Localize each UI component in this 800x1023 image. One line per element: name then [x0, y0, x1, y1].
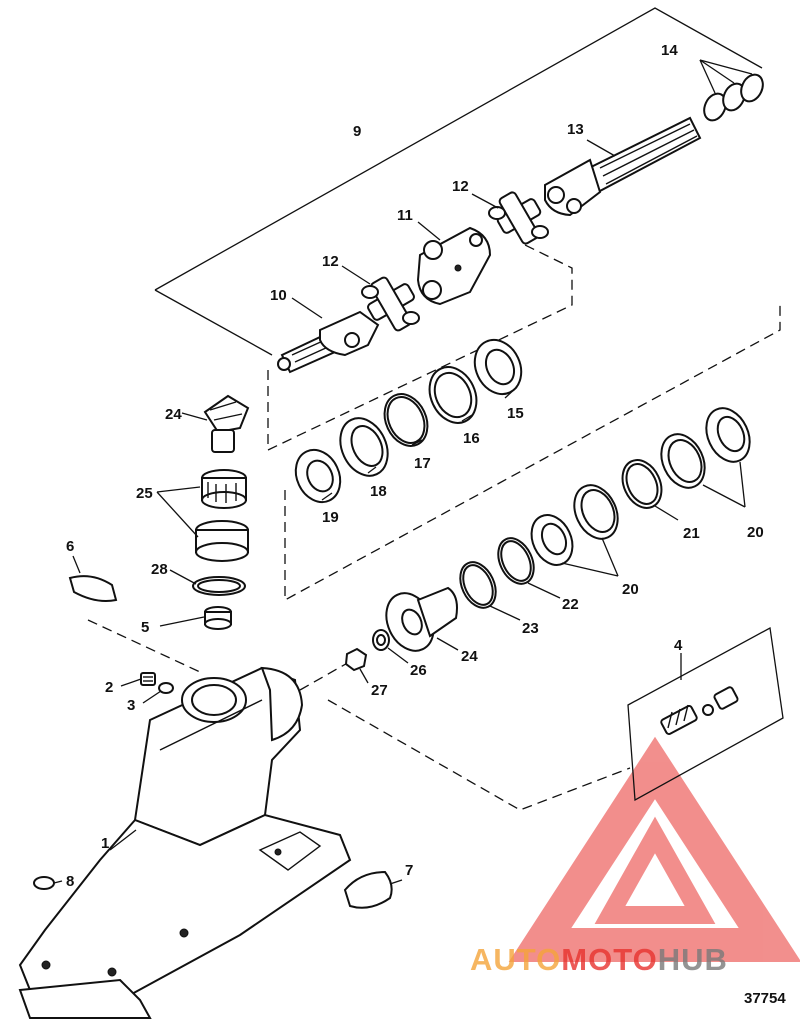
part-20-bearing-cone-right — [705, 407, 751, 463]
part-14-shims — [703, 73, 764, 122]
watermark-hub: HUB — [658, 942, 728, 977]
part-26-washer — [372, 629, 390, 651]
callout-21: 21 — [683, 525, 700, 542]
callout-8: 8 — [66, 873, 74, 890]
callout-9: 9 — [353, 123, 361, 140]
callout-18: 18 — [370, 483, 387, 500]
part-15-bearing — [473, 338, 523, 396]
callout-23: 23 — [522, 620, 539, 637]
callout-20-right: 20 — [747, 524, 764, 541]
callout-10: 10 — [270, 287, 287, 304]
callout-22: 22 — [562, 596, 579, 613]
callout-24-lower: 24 — [461, 648, 478, 665]
part-20-cup-right — [660, 433, 706, 489]
callout-7: 7 — [405, 862, 413, 879]
part-4-spring-set — [660, 686, 739, 735]
callout-25: 25 — [136, 485, 153, 502]
part-25-bearing — [201, 469, 247, 509]
callout-6: 6 — [66, 538, 74, 555]
figure-number: 37754 — [744, 990, 786, 1007]
part-10-input-shaft — [277, 310, 380, 374]
callout-13: 13 — [567, 121, 584, 138]
callout-labels: 1 2 3 4 5 6 7 8 9 10 11 12 12 13 14 15 1… — [66, 42, 764, 890]
part-13-shaft — [544, 116, 702, 217]
callout-11: 11 — [397, 207, 413, 224]
callout-26: 26 — [410, 662, 427, 679]
part-5-nut — [204, 606, 232, 630]
part-23-ring — [459, 561, 497, 609]
callout-19: 19 — [322, 509, 339, 526]
part-25-cup — [195, 520, 249, 562]
part-21-shim — [621, 459, 663, 509]
part-16-ring — [428, 366, 478, 424]
part-18-cup — [339, 417, 389, 477]
part-19-seal — [294, 448, 342, 504]
callout-4: 4 — [674, 637, 683, 654]
callout-28: 28 — [151, 561, 168, 578]
watermark-auto: AUTO — [470, 942, 561, 977]
callout-2: 2 — [105, 679, 113, 696]
part-1-housing — [18, 666, 352, 1019]
part-24-pinion — [203, 394, 250, 453]
part-22-ring — [497, 537, 535, 585]
callout-15: 15 — [507, 405, 524, 422]
callout-17: 17 — [414, 455, 431, 472]
callout-3: 3 — [127, 697, 135, 714]
part-8-plug — [33, 876, 55, 890]
callout-24-upper: 24 — [165, 406, 182, 423]
watermark-logo — [508, 736, 800, 962]
part-3-washer — [158, 682, 174, 694]
part-28-ring — [192, 576, 246, 596]
callout-5: 5 — [141, 619, 149, 636]
callout-14: 14 — [661, 42, 678, 59]
watermark-text: AUTOMOTOHUB — [470, 942, 728, 977]
part-11-center-yoke — [416, 226, 492, 306]
part-27-nut — [344, 647, 368, 672]
part-20-bearing-cone-left — [530, 514, 574, 566]
callout-12-lower: 12 — [322, 253, 339, 270]
part-6-pad — [68, 575, 118, 602]
leader-lines — [53, 59, 753, 885]
watermark-moto: MOTO — [561, 942, 657, 977]
part-24-bevel-gear — [385, 586, 458, 652]
callout-16: 16 — [463, 430, 480, 447]
part-20-cup-left — [573, 484, 619, 540]
part-12-ujoint-lower — [361, 276, 420, 332]
part-2-fitting — [140, 672, 156, 686]
callout-20-left: 20 — [622, 581, 639, 598]
callout-27: 27 — [371, 682, 388, 699]
callout-1: 1 — [101, 835, 109, 852]
part-7-plate — [343, 870, 393, 909]
part-17-oring — [383, 393, 429, 447]
part-12-ujoint-upper — [488, 191, 549, 245]
callout-12-upper: 12 — [452, 178, 469, 195]
svg-text:AUTOMOTOHUB: AUTOMOTOHUB — [470, 942, 728, 977]
group-brackets — [87, 7, 784, 811]
